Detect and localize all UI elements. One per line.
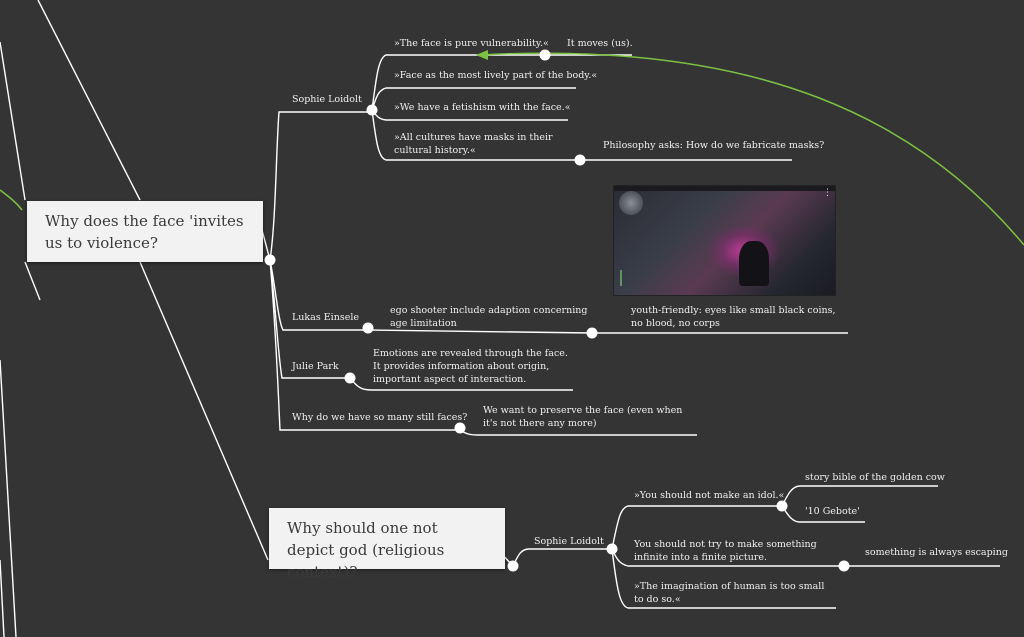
branch-still-faces[interactable]: Why do we have so many still faces? <box>292 412 468 423</box>
connector-node <box>507 560 519 572</box>
connector <box>611 548 836 609</box>
topic-face[interactable]: Why does the face 'invites us to violenc… <box>27 201 263 262</box>
connector-node <box>264 254 276 266</box>
hud-health <box>620 270 652 286</box>
connector <box>459 429 697 436</box>
sophie-item-4[interactable]: »All cultures have masks in their cultur… <box>394 132 553 156</box>
lukas-grandchild[interactable]: youth-friendly: eyes like small black co… <box>631 305 836 329</box>
relationship-arrow-icon <box>476 50 488 60</box>
minimap-icon <box>619 191 643 215</box>
sophie-item-4-child[interactable]: Philosophy asks: How do we fabricate mas… <box>603 140 825 151</box>
connector-node <box>838 560 850 572</box>
topic-god-title: Why should one not depict god (religious… <box>287 519 445 581</box>
connector-node <box>539 49 551 61</box>
more-icon[interactable]: ⋮ <box>823 188 832 198</box>
god-item-1[interactable]: »You should not make an idol.« <box>634 490 785 501</box>
connector-node <box>574 154 586 166</box>
still-faces-child[interactable]: We want to preserve the face (even when … <box>483 405 683 429</box>
background-line <box>0 559 5 637</box>
god-item-2-child[interactable]: something is always escaping <box>865 547 1008 558</box>
connector-node <box>362 322 374 334</box>
hud-bar <box>614 186 835 191</box>
connector <box>269 111 370 261</box>
connector <box>371 109 580 161</box>
relationship-line <box>0 189 23 211</box>
sophie-item-3[interactable]: »We have a fetishism with the face.« <box>394 102 571 113</box>
background-line <box>0 41 26 201</box>
topic-god[interactable]: Why should one not depict god (religious… <box>269 508 505 581</box>
god-item-1-child-2[interactable]: '10 Gebote' <box>805 506 860 517</box>
sophie-item-2[interactable]: »Face as the most lively part of the bod… <box>394 70 598 81</box>
connector-node <box>454 422 466 434</box>
connector-node <box>366 104 378 116</box>
connector-node <box>344 372 356 384</box>
background-line <box>24 261 41 301</box>
connector <box>371 54 545 111</box>
connector <box>512 548 612 567</box>
sophie-item-1-child[interactable]: It moves (us). <box>567 38 633 49</box>
background-line <box>37 0 141 201</box>
sophie-item-1[interactable]: »The face is pure vulnerability.« <box>394 38 549 49</box>
branch-sophie-god[interactable]: Sophie Loidolt <box>534 536 604 547</box>
branch-julie[interactable]: Julie Park <box>292 361 339 372</box>
character-silhouette <box>739 241 769 286</box>
branch-lukas[interactable]: Lukas Einsele <box>292 312 359 323</box>
branch-sophie-face[interactable]: Sophie Loidolt <box>292 94 362 105</box>
connector-node <box>606 543 618 555</box>
julie-child[interactable]: Emotions are revealed through the face. … <box>373 348 568 385</box>
god-item-1-child-1[interactable]: story bible of the golden cow <box>805 472 945 483</box>
connector <box>611 505 782 550</box>
connector <box>367 329 593 334</box>
background-line <box>0 359 17 637</box>
connector-node <box>776 500 788 512</box>
god-item-3[interactable]: »The imagination of human is too small t… <box>634 581 825 605</box>
connector-node <box>586 327 598 339</box>
lukas-child[interactable]: ego shooter include adaption concerning … <box>390 305 588 329</box>
god-item-2[interactable]: You should not try to make something inf… <box>634 539 817 563</box>
game-screenshot-image[interactable]: ⋮ <box>613 185 836 296</box>
connector <box>781 485 938 507</box>
relationship-line <box>479 52 1024 246</box>
topic-face-title: Why does the face 'invites us to violenc… <box>45 212 244 252</box>
background-line <box>139 261 269 561</box>
connector <box>269 259 460 431</box>
connector <box>269 259 368 331</box>
